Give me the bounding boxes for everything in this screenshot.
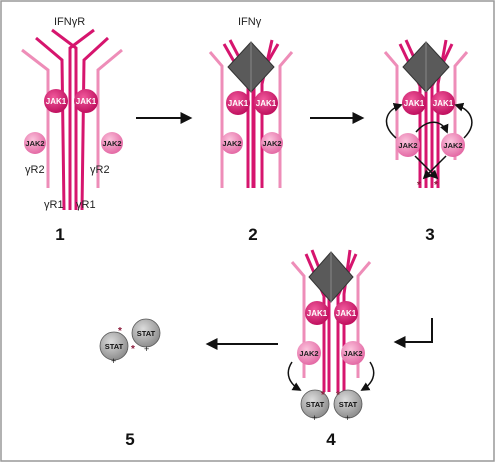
receptor-r1-left [304,253,326,392]
jak2-node [221,132,243,154]
jak1-label: JAK1 [46,97,67,106]
phospho-mark: * [131,344,135,355]
gr2-right-label: γR2 [90,164,110,176]
jak2-node [297,341,321,365]
stat-label: STAT [137,329,156,338]
jak1-node [226,91,250,115]
arrow-jak2-to-stat-left [287,361,302,391]
jak1-label: JAK1 [256,99,277,108]
stat-node [300,389,330,419]
jak2-node [341,341,365,365]
arrow-step3-to-4 [393,318,433,348]
jak1-node [254,91,278,115]
arrow-cross-top [415,121,449,134]
jak2-node [396,133,420,157]
stat-label: STAT [306,400,325,409]
phospho-mark: * [336,390,340,401]
jak2-node [24,132,46,154]
jak1-node [402,91,426,115]
jak1-node [305,301,329,325]
arrow-jak2-to-stat-right [360,361,375,391]
jak1-label: JAK1 [404,99,425,108]
stat-node [99,331,129,361]
gr2-left-label: γR2 [25,164,45,176]
receptor-r1-right [260,39,274,188]
panel-3: JAK1 JAK1 JAK2 JAK2 * * 3 [383,39,473,244]
step-1-number: 1 [55,225,64,244]
panel-1: JAK1 JAK1 JAK2 JAK2 IFNγR γR2 γR2 γR1 γR… [21,16,123,244]
plus-mark: + [345,413,350,423]
stat-node [131,318,161,348]
step-4-number: 4 [326,430,336,449]
panel-4: JAK1 JAK1 JAK2 JAK2 STAT STAT * * + + 4 [287,249,375,449]
jak2-label: JAK2 [102,139,121,148]
stat-node [333,389,363,419]
jak2-label: JAK2 [398,141,417,150]
receptor-r1-right [336,253,358,392]
jak2-label: JAK2 [343,349,362,358]
jak2-label: JAK2 [25,139,44,148]
jak2-node [441,133,465,157]
arrow-cross-down-left [422,155,447,180]
jak2-node [101,132,123,154]
arrow-jak2-to-jak1-right [454,102,473,139]
jak1-label: JAK1 [228,99,249,108]
jak1-label: JAK1 [76,97,97,106]
gr1-right-label: γR1 [76,199,96,211]
ifng-label: IFNγ [238,16,262,28]
jak1-node [44,89,68,113]
arrow-cross-down-right [414,155,439,180]
plus-mark: + [144,344,149,354]
arrow-jak2-to-jak1-left [385,103,403,139]
stat-label: STAT [339,400,358,409]
jak1-label: JAK1 [336,309,357,318]
jak1-node [74,89,98,113]
stat-label: STAT [105,342,124,351]
ifngr-label: IFNγR [54,16,85,28]
receptor-r2-left [383,51,399,160]
receptor-r2-right [453,51,469,160]
panel-2: JAK1 JAK1 JAK2 JAK2 IFNγ 2 [208,16,294,244]
receptor-r1-left-outer [35,36,66,211]
jak1-node [431,91,455,115]
phospho-mark: * [417,180,421,191]
phospho-mark: * [434,180,438,191]
receptor-r1-left-inner [51,28,78,210]
jak1-label: JAK1 [307,309,328,318]
gr1-left-label: γR1 [44,199,64,211]
receptor-r1-right-inner [68,28,95,210]
receptor-r1-right-outer [80,36,110,211]
jak2-label: JAK2 [443,141,462,150]
step-2-number: 2 [248,225,257,244]
jak1-node [334,301,358,325]
receptor-r1-right [436,39,448,188]
plus-mark: + [111,356,116,366]
step-5-number: 5 [125,430,134,449]
panel-5: STAT STAT * * + + 5 [99,318,161,449]
receptor-r2-left [21,48,50,188]
jak2-label: JAK2 [299,349,318,358]
plus-mark: + [312,413,317,423]
jak2-label: JAK2 [262,139,281,148]
jak1-label: JAK1 [433,99,454,108]
phospho-mark: * [321,390,325,401]
step-3-number: 3 [425,225,434,244]
phospho-mark: * [118,326,122,337]
receptor-r2-right [96,48,123,188]
jak2-label: JAK2 [222,139,241,148]
jak2-node [261,132,283,154]
